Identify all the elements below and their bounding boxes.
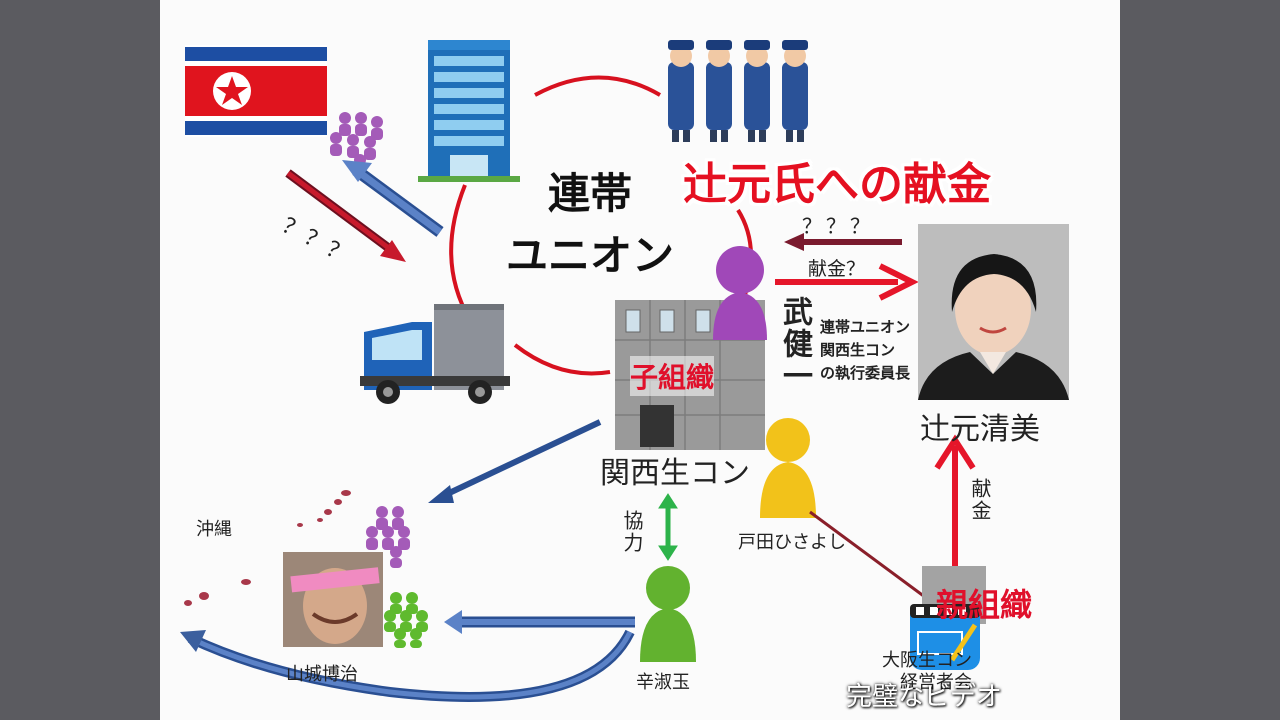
okinawa-label: 沖縄 — [196, 519, 232, 540]
child-org-label: 子組織 — [630, 356, 715, 396]
parent-org-label: 親組織 — [936, 586, 1033, 624]
takeken-name: 武健一 — [777, 296, 812, 392]
truck-icon — [360, 304, 510, 404]
arrow-shin-to-yamashiro — [444, 610, 635, 634]
tsujimoto-name: 辻元清美 — [920, 412, 1040, 447]
north-korea-flag-icon — [185, 45, 327, 137]
arrow-org-to-northkorea — [342, 160, 444, 237]
qqq-top-label: ？？？ — [802, 214, 874, 238]
role-line1: 連帯ユニオン — [820, 318, 911, 336]
cooperation-arrow — [658, 493, 678, 561]
office-building-icon — [418, 40, 520, 182]
toda-name: 戸田ひさよし — [738, 532, 846, 553]
letterbox-left — [0, 0, 160, 720]
yamashiro-name: 山城博治 — [286, 664, 358, 685]
video-editor-app-icon — [910, 604, 980, 670]
police-officers-icon — [668, 40, 808, 142]
arrow-tsujimoto-to-org — [784, 233, 902, 251]
letterbox-right — [1120, 0, 1280, 720]
yamashiro-photo — [283, 552, 383, 647]
okinawa-islands-icon — [184, 490, 351, 606]
watermark-text: 完璧なビデオ — [846, 682, 1003, 712]
yellow-person-icon — [760, 418, 816, 518]
role-line2: 関西生コン — [820, 341, 896, 359]
toda-link-line — [809, 510, 926, 599]
tsujimoto-photo — [918, 224, 1069, 400]
osaka-line1: 大阪生コン — [882, 650, 972, 671]
org-label-line1: 連帯 — [548, 169, 633, 218]
arrow-parent-to-tsujimoto — [934, 434, 976, 570]
arrow-northkorea-to-org — [285, 169, 406, 262]
kansai-label: 関西生コン — [600, 456, 750, 491]
diagram-slide: 辻元氏への献金 連帯 ユニオン ？？？ 献金？ 武健一 連帯ユニオン 関西生コン… — [160, 0, 1120, 720]
arrow-donation-to-tsujimoto — [775, 263, 919, 301]
green-crowd-icon — [384, 592, 428, 648]
org-label-line2: ユニオン — [506, 231, 675, 280]
arrow-curved-to-okinawa — [180, 629, 635, 702]
arrow-kansai-to-okinawa — [428, 419, 602, 503]
green-person-icon — [640, 566, 696, 662]
cooperation-label: 協力 — [620, 510, 644, 554]
shin-name: 辛淑玉 — [636, 672, 690, 693]
purple-crowd-okinawa-icon — [366, 506, 410, 568]
diagram-graphics — [180, 40, 986, 702]
headline-donation: 辻元氏への献金 — [683, 159, 991, 210]
donation-question-label: 献金？ — [808, 258, 866, 280]
osaka-line2: 経営者会 — [900, 672, 972, 693]
donation-vertical-label: 献金 — [968, 478, 992, 522]
role-line3: の執行委員長 — [820, 364, 911, 382]
purple-person-icon — [713, 246, 767, 340]
